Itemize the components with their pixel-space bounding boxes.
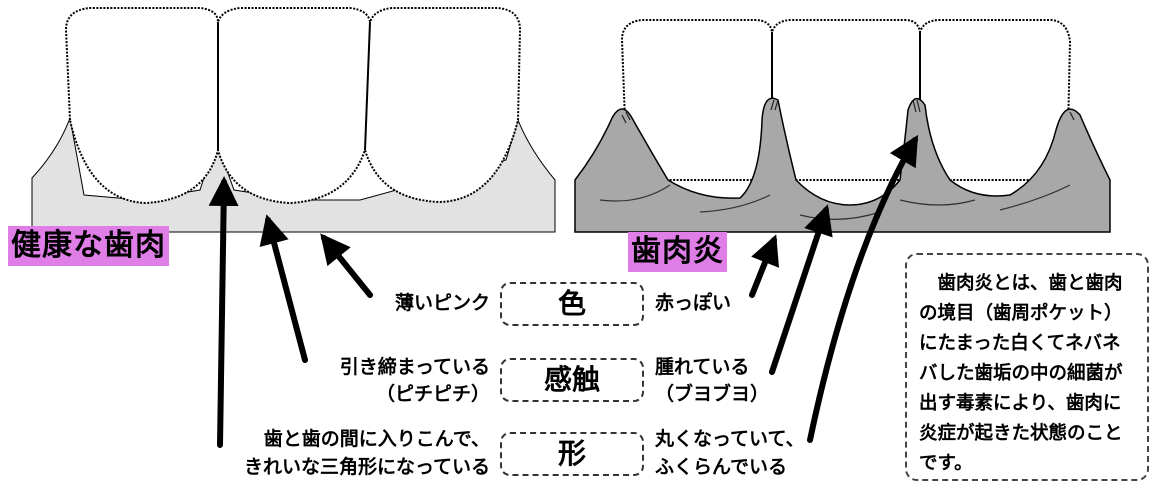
inflamed-gum-marks [621, 99, 1075, 124]
arrow-healthy-texture [259, 214, 308, 363]
healthy-arrows [208, 176, 373, 448]
arrow-healthy-color [320, 233, 373, 298]
healthy-teeth [64, 7, 522, 205]
category-color: 色 [500, 282, 644, 326]
gingivitis-teeth [620, 19, 1072, 181]
gingivitis-texture-desc-2: （ブヨブヨ） [655, 383, 770, 405]
healthy-texture-desc-2: （ピチピチ） [375, 383, 490, 405]
gingivitis-shape-desc-2: ふくらんでいる [655, 456, 788, 478]
arrow-gingivitis-texture [769, 204, 833, 375]
category-shape: 形 [500, 432, 644, 476]
gingivitis-label: 歯肉炎 [628, 232, 727, 272]
gingivitis-arrows [749, 134, 919, 443]
healthy-shape-desc-1: 歯と歯の間に入りこんで、 [263, 428, 490, 450]
arrow-gingivitis-shape [807, 134, 919, 443]
gingivitis-illustration [574, 19, 1111, 233]
healthy-texture-desc-1: 引き締まっている [339, 356, 490, 378]
category-texture: 感触 [500, 358, 644, 402]
gingivitis-texture-desc-1: 腫れている [655, 356, 750, 378]
healthy-tooth-divider [217, 21, 371, 151]
healthy-color-desc: 薄いピンク [394, 292, 490, 314]
gingivitis-shape-desc-1: 丸くなっていて、 [655, 428, 805, 450]
healthy-gum-illustration [31, 7, 556, 233]
inflamed-gum [574, 97, 1111, 233]
gingivitis-explanation-note: 歯肉炎とは、歯と歯肉の境目（歯周ポケット）にたまった白くてネバネバした歯垢の中の… [905, 253, 1149, 481]
healthy-gum-label: 健康な歯肉 [8, 226, 169, 266]
arrow-gingivitis-color [749, 234, 780, 298]
gingivitis-color-desc: 赤っぽい [655, 292, 732, 314]
healthy-shape-desc-2: きれいな三角形になっている [243, 456, 490, 478]
arrow-healthy-shape [208, 176, 239, 448]
inflamed-gum-folds [599, 184, 1071, 220]
gingivitis-tooth-divider [771, 32, 921, 110]
